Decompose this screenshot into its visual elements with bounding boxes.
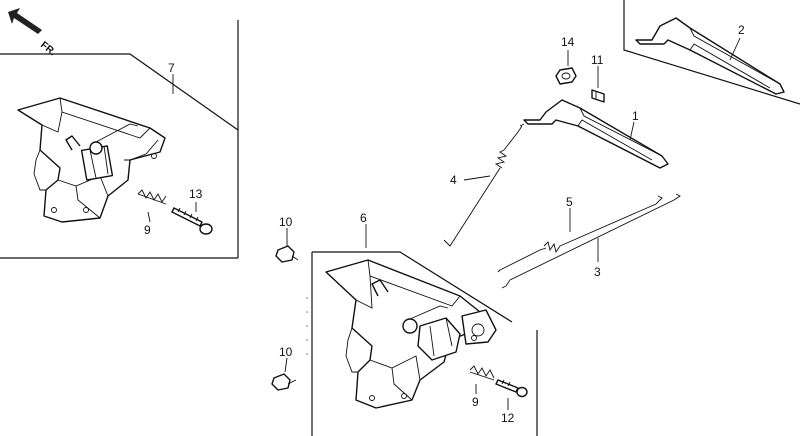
callout-1: 1	[632, 109, 639, 123]
spring-9-center	[469, 365, 495, 381]
bolt-13	[171, 207, 213, 235]
lever-bracket-1	[523, 99, 669, 169]
callout-12: 12	[501, 411, 515, 425]
front-label: FR.	[38, 40, 58, 59]
spring-9-left	[137, 189, 167, 205]
throttle-bracket-assembly-6	[325, 259, 497, 409]
callout-4: 4	[450, 173, 457, 187]
callout-6: 6	[360, 211, 367, 225]
leader-lines	[147, 37, 741, 410]
callout-7: 7	[168, 61, 175, 75]
dotted-separator	[306, 297, 308, 355]
assembly-6-frame	[311, 251, 538, 436]
bolt-11	[591, 89, 605, 103]
wire-rod-4	[443, 123, 525, 247]
lever-bracket-2	[635, 17, 785, 95]
bolt-10-upper	[275, 245, 299, 263]
callouts: 1 2 3 4 5 6 7 9 9 10 10 11 12 13 14	[144, 23, 745, 425]
callout-9-left: 9	[144, 223, 151, 237]
callout-10-upper: 10	[279, 215, 293, 229]
assembly-7-frame	[0, 20, 239, 259]
governor-rod-5	[497, 195, 663, 273]
throttle-bracket-assembly-7	[17, 97, 166, 223]
link-rod-3	[501, 193, 681, 289]
callout-14: 14	[561, 35, 575, 49]
callout-9-center: 9	[472, 395, 479, 409]
callout-2: 2	[738, 23, 745, 37]
nut-14	[555, 67, 577, 85]
front-direction-indicator: FR.	[8, 8, 58, 58]
callout-13: 13	[189, 187, 203, 201]
bolt-10-lower	[271, 373, 297, 391]
callout-5: 5	[566, 195, 573, 209]
callout-11: 11	[591, 53, 604, 67]
front-arrow-icon	[8, 8, 42, 34]
callout-10-lower: 10	[279, 345, 293, 359]
callout-3: 3	[594, 265, 601, 279]
bolt-12	[495, 379, 528, 398]
part-2-frame	[623, 0, 800, 105]
